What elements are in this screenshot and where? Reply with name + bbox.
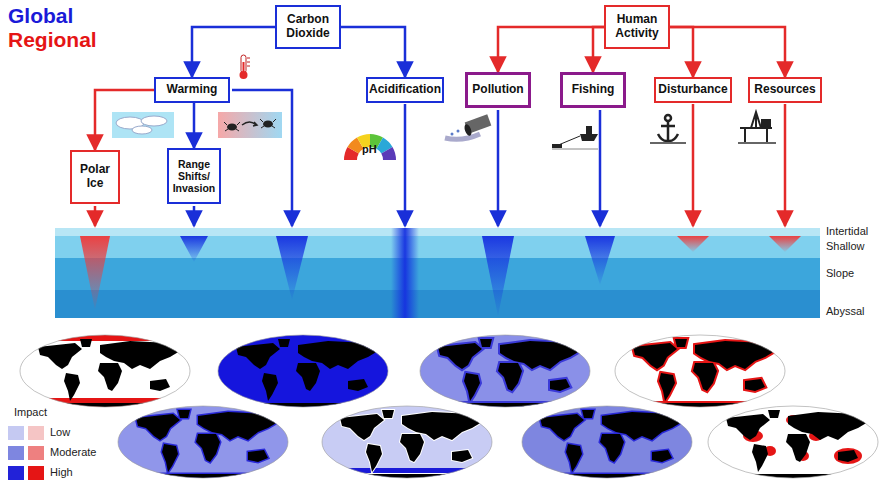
depth-label: Intertidal [826, 225, 868, 237]
range-shift-icon [218, 112, 282, 138]
sea-ice-icon [112, 112, 174, 138]
legend-title: Impact [14, 406, 47, 418]
world-map [218, 335, 388, 407]
node-text: Polar Ice [75, 163, 115, 191]
node-text: Acidification [369, 83, 441, 97]
world-map [615, 335, 785, 407]
legend-swatch [8, 426, 24, 440]
world-map [118, 406, 288, 478]
impact-arrows [95, 90, 785, 226]
depth-label: Abyssal [826, 305, 865, 317]
thermometer-icon [240, 55, 251, 79]
process-box: Range Shifts/ Invasion [167, 148, 221, 204]
process-box: Warming [154, 77, 230, 103]
process-box: Pollution [465, 72, 531, 108]
ph-scale-icon [344, 134, 396, 160]
node-text: Warming [167, 83, 218, 97]
connector-arrow [193, 103, 196, 148]
world-map [420, 335, 590, 407]
node-text: Disturbance [658, 83, 727, 97]
process-box: Human Activity [604, 5, 670, 49]
depth-label: Slope [826, 267, 854, 279]
anchor-icon [650, 115, 686, 143]
oil-rig-icon [738, 112, 776, 143]
node-text: Carbon Dioxide [280, 13, 336, 41]
legend-swatch [8, 466, 24, 480]
icon-label: pH [362, 143, 377, 155]
legend-text: Moderate [50, 446, 96, 458]
connector-arrow [192, 27, 275, 77]
node-text: Pollution [472, 83, 523, 97]
node-text: Resources [754, 83, 815, 97]
node-text: Range Shifts/ Invasion [172, 158, 216, 194]
world-map [20, 335, 190, 407]
legend-text: High [50, 466, 73, 478]
node-text: Fishing [572, 83, 615, 97]
process-box: Acidification [366, 77, 444, 103]
ocean-band [55, 228, 820, 318]
regional-swatches [28, 426, 44, 480]
process-box: Fishing [560, 72, 626, 108]
scale-heading: Global [8, 4, 73, 28]
connector-arrow [341, 27, 405, 77]
process-box: Resources [748, 77, 822, 103]
connector-arrow [498, 27, 604, 72]
process-box: Polar Ice [70, 150, 120, 204]
process-box: Carbon Dioxide [275, 5, 341, 49]
fishing-boat-icon [552, 126, 598, 149]
legend-swatch [8, 446, 24, 460]
connector-arrow [593, 27, 604, 72]
scale-heading: Regional [8, 28, 97, 52]
world-map [708, 406, 878, 478]
node-text: Human Activity [609, 13, 665, 41]
depth-label: Shallow [826, 240, 865, 252]
world-map [322, 406, 492, 478]
world-map [522, 406, 692, 478]
pollution-pipe-icon [445, 114, 491, 139]
connector-arrow [670, 27, 785, 77]
legend-text: Low [50, 426, 70, 438]
connector-arrow [670, 27, 693, 77]
process-box: Disturbance [654, 77, 732, 103]
